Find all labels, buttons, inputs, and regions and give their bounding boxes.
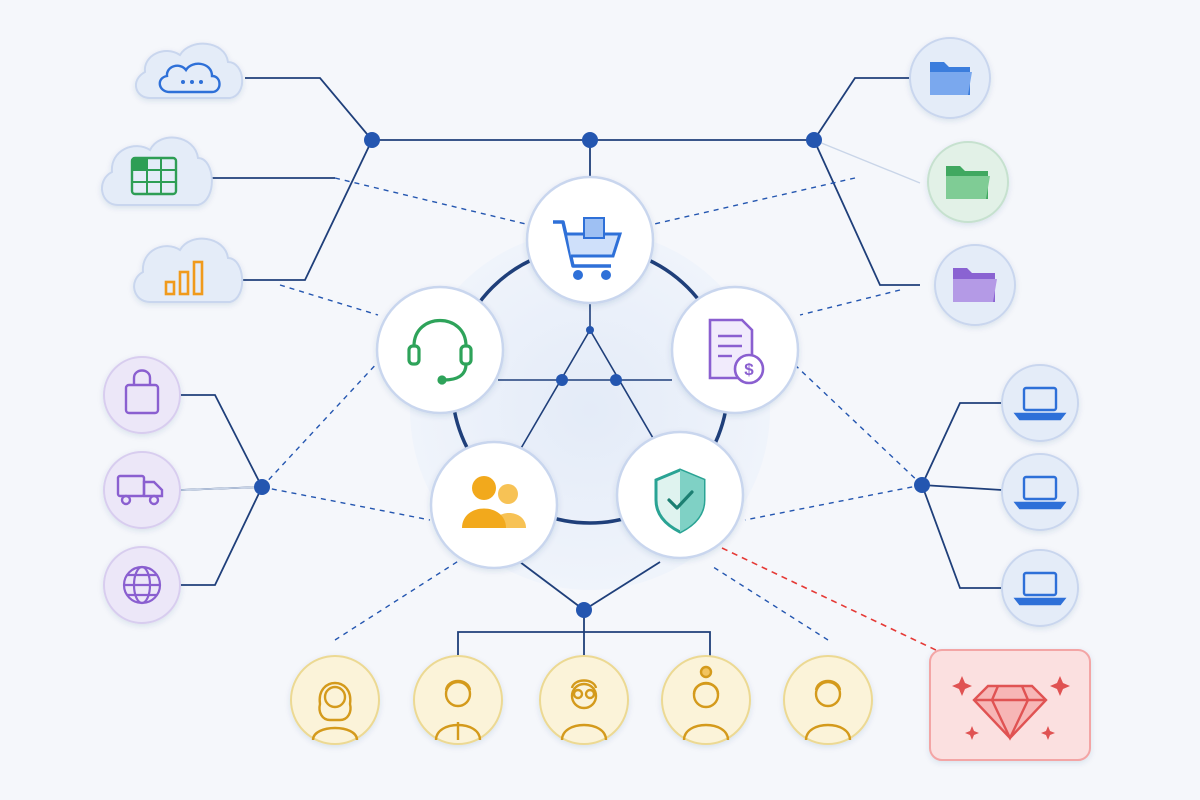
svg-text:$: $ xyxy=(744,360,754,379)
dashed-connectors xyxy=(261,177,923,641)
spreadsheet-icon xyxy=(130,156,178,196)
user-avatar-4[interactable] xyxy=(661,655,751,745)
cloud-chat-icon xyxy=(158,62,221,94)
hub-nodes xyxy=(254,132,930,618)
laptop-node-1[interactable] xyxy=(1001,364,1079,442)
delivery-truck-node[interactable] xyxy=(103,451,181,529)
cloud-spreadsheet-node[interactable] xyxy=(101,136,213,206)
cloud-bar-chart-node[interactable] xyxy=(133,237,244,303)
folder-icon xyxy=(930,62,972,95)
woman-bun-avatar-icon xyxy=(682,665,730,741)
invoice-dollar-icon: $ xyxy=(708,318,765,385)
junction-node xyxy=(806,132,822,148)
junction-node xyxy=(576,602,592,618)
laptop-node-2[interactable] xyxy=(1001,453,1079,531)
junction-node xyxy=(254,479,270,495)
security-service-node[interactable] xyxy=(615,430,745,560)
user-avatar-5[interactable] xyxy=(783,655,873,745)
delivery-truck-icon xyxy=(116,474,164,506)
folder-blue-node[interactable] xyxy=(909,37,991,119)
laptop-icon xyxy=(1013,475,1067,510)
sparkle-icon xyxy=(952,676,1070,740)
shopping-bag-node[interactable] xyxy=(103,356,181,434)
laptop-node-3[interactable] xyxy=(1001,549,1079,627)
laptop-icon xyxy=(1013,571,1067,606)
highlight-gem-card[interactable] xyxy=(929,649,1091,761)
user-avatar-3[interactable] xyxy=(539,655,629,745)
shopping-bag-icon xyxy=(124,369,160,415)
folder-green-node[interactable] xyxy=(927,141,1009,223)
man-avatar-icon xyxy=(434,679,482,741)
laptop-icon xyxy=(1013,386,1067,421)
woman-avatar-icon xyxy=(311,681,359,741)
folder-purple-node[interactable] xyxy=(934,244,1016,326)
shield-check-icon xyxy=(654,468,706,534)
cart-service-node[interactable] xyxy=(525,175,655,305)
headset-support-icon xyxy=(407,319,473,385)
junction-node xyxy=(364,132,380,148)
man-avatar-icon xyxy=(804,679,852,741)
junction-node xyxy=(582,132,598,148)
junction-node xyxy=(914,477,930,493)
globe-node[interactable] xyxy=(103,546,181,624)
faint-connectors xyxy=(179,139,921,491)
man-glasses-avatar-icon xyxy=(560,679,608,741)
support-service-node[interactable] xyxy=(375,285,505,415)
folder-icon xyxy=(946,166,990,199)
globe-icon xyxy=(122,565,162,605)
invoice-service-node[interactable]: $ xyxy=(670,285,800,415)
user-avatar-2[interactable] xyxy=(413,655,503,745)
junction-node xyxy=(556,374,568,386)
highlight-connector xyxy=(721,547,941,653)
diamond-gem-icon xyxy=(972,684,1048,741)
bar-chart-icon xyxy=(164,260,204,296)
users-team-icon xyxy=(462,476,526,528)
cloud-chat-node[interactable] xyxy=(135,42,244,99)
folder-icon xyxy=(953,268,997,302)
user-avatar-1[interactable] xyxy=(290,655,380,745)
team-service-node[interactable] xyxy=(429,440,559,570)
junction-node xyxy=(610,374,622,386)
shopping-cart-icon xyxy=(553,217,623,280)
